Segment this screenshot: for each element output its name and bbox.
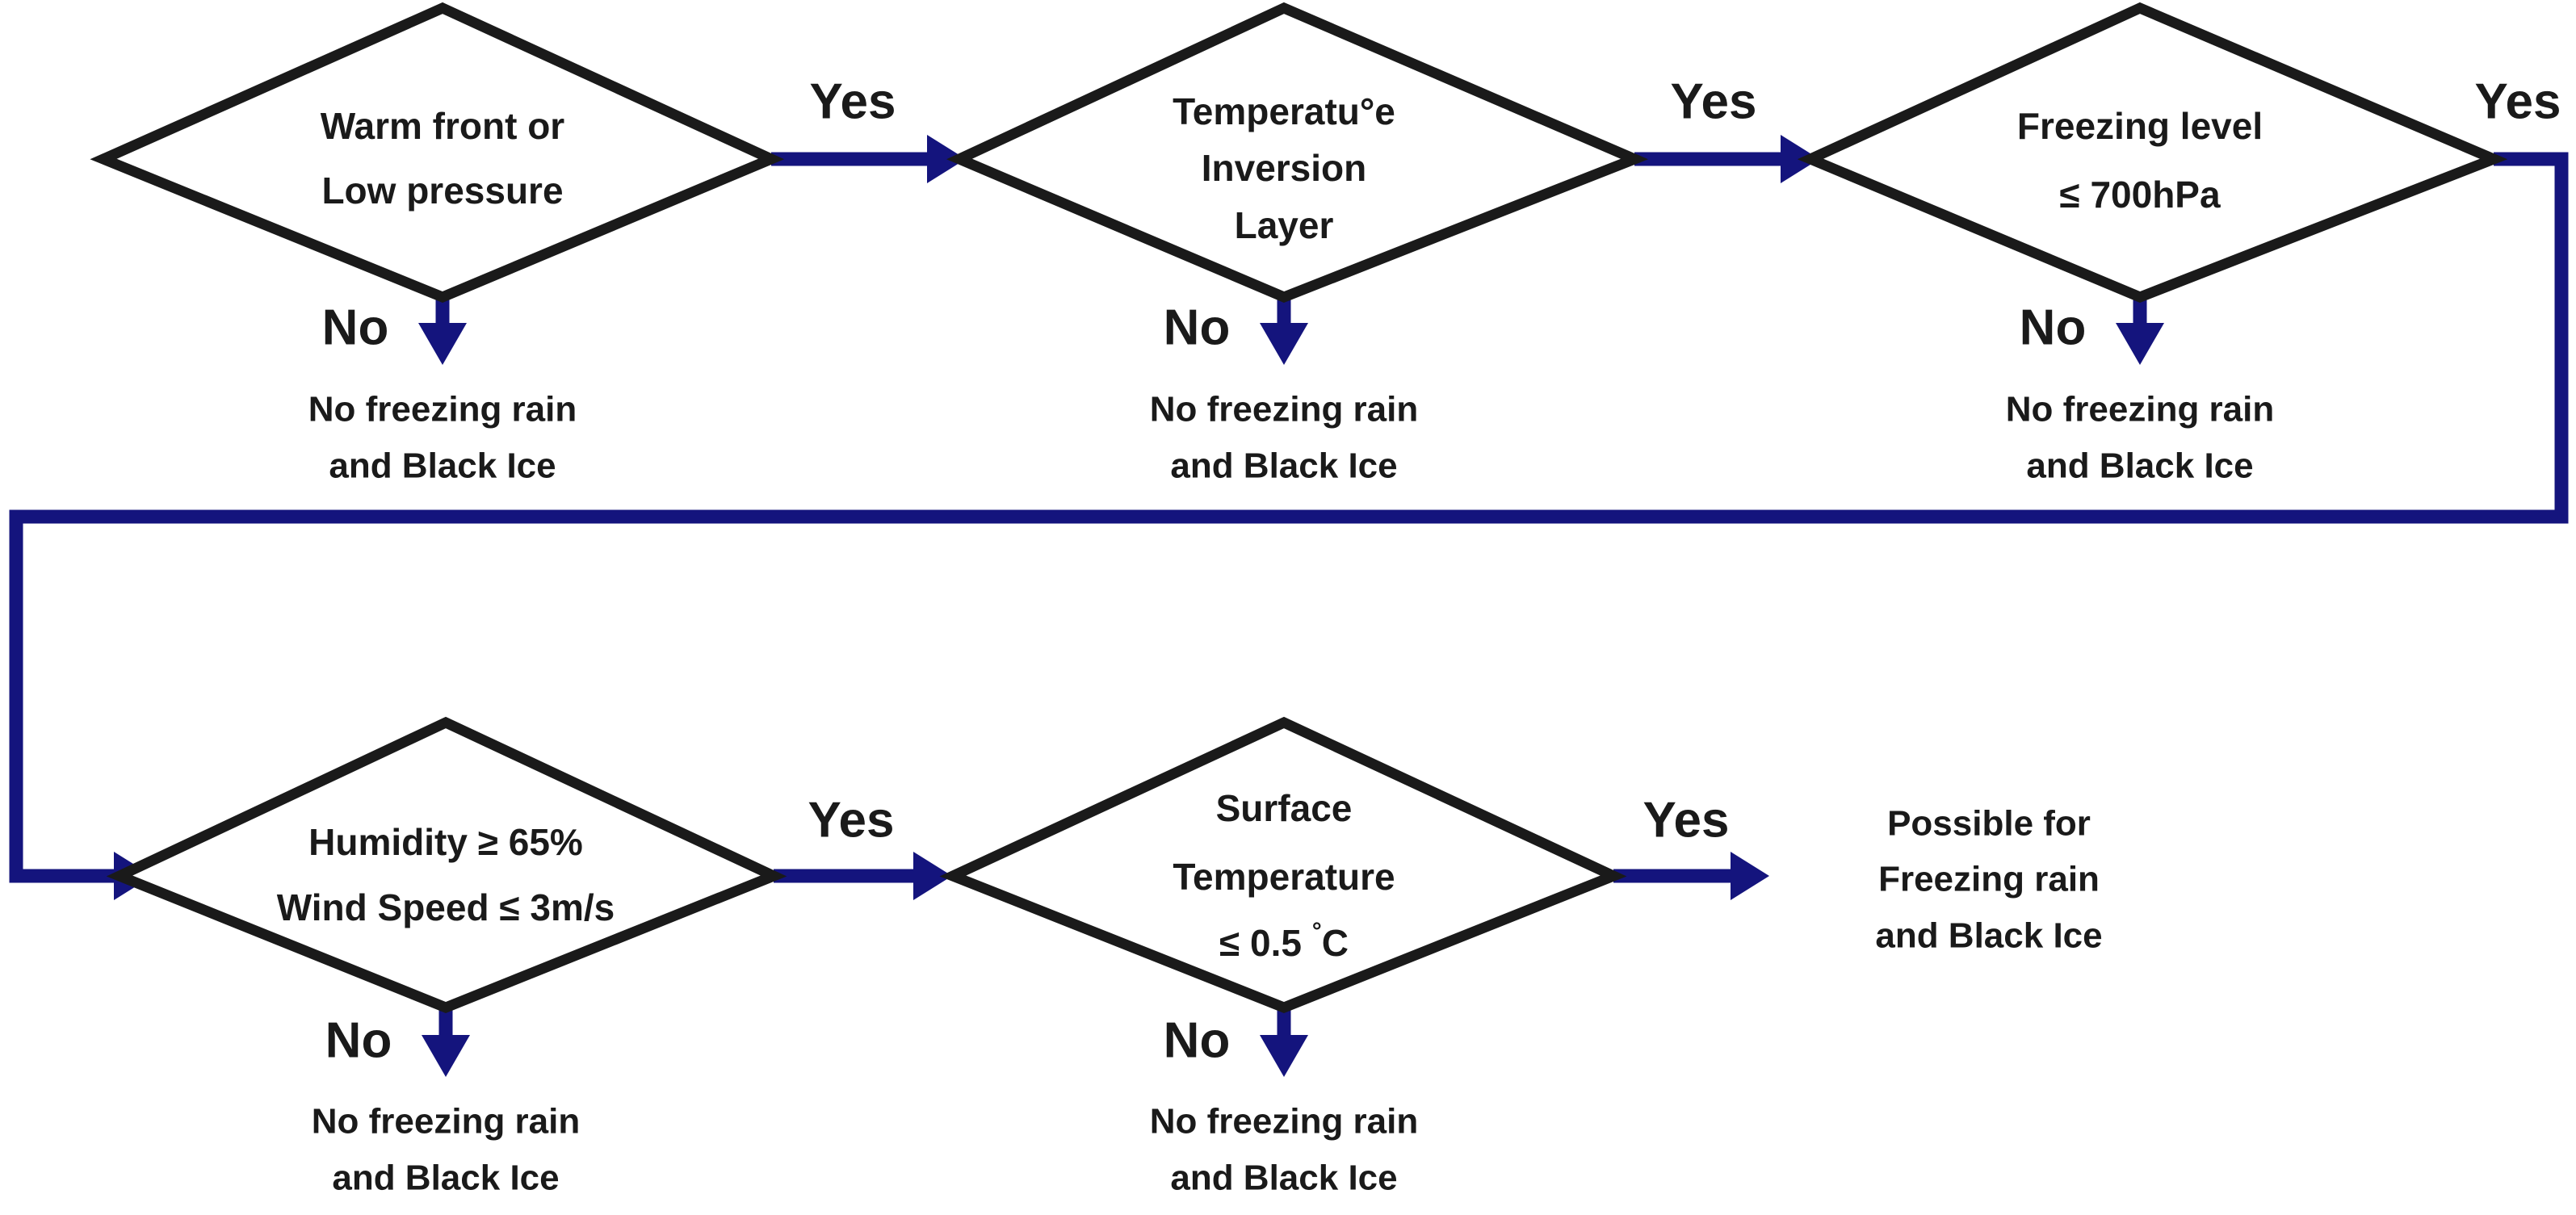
outcome-line-1: No freezing rain: [1150, 1102, 1419, 1142]
branch-label-no-node3: No: [2020, 300, 2087, 355]
degree-icon: °: [1312, 918, 1322, 945]
node-line-1: Surface: [1216, 787, 1353, 829]
outcome-line-2: and Black Ice: [1170, 446, 1397, 486]
connector-yes-node2-to-node3: [1634, 135, 1819, 183]
outcome-negative-node4: No freezing rain and Black Ice: [312, 1102, 581, 1198]
node-line-1: Humidity ≥ 65%: [308, 821, 583, 863]
connector-no-node1: [418, 297, 467, 365]
node-line-2: Wind Speed ≤ 3m/s: [277, 886, 615, 928]
connector-no-node2: [1260, 297, 1308, 365]
connector-yes-node1-to-node2: [771, 135, 966, 183]
result-line-2: Freezing rain: [1878, 860, 2100, 899]
branch-label-yes-node2: Yes: [1671, 73, 1757, 129]
outcome-line-2: and Black Ice: [1170, 1158, 1397, 1198]
branch-label-yes-node1: Yes: [810, 73, 896, 129]
node-line-2: Low pressure: [321, 170, 563, 212]
node-line-2: Inversion: [1202, 147, 1367, 189]
outcome-line-1: No freezing rain: [312, 1102, 581, 1142]
surface-temp-value: ≤ 0.5: [1219, 922, 1312, 964]
outcome-line-2: and Black Ice: [332, 1158, 559, 1198]
outcome-positive-result: Possible for Freezing rain and Black Ice: [1875, 804, 2102, 956]
node-line-2: ≤ 700hPa: [2059, 174, 2221, 216]
result-line-3: and Black Ice: [1875, 916, 2102, 956]
outcome-line-2: and Black Ice: [2026, 446, 2253, 486]
branch-label-no-node2: No: [1164, 300, 1231, 355]
branch-label-no-node5: No: [1164, 1012, 1231, 1068]
outcome-line-1: No freezing rain: [308, 390, 577, 429]
outcome-line-1: No freezing rain: [1150, 390, 1419, 429]
decision-node-freezing-level[interactable]: Freezing level ≤ 700hPa: [1797, 2, 2508, 304]
node-line-1: Warm front or: [321, 105, 564, 147]
connector-no-node4: [422, 1008, 470, 1077]
outcome-negative-node1: No freezing rain and Black Ice: [308, 390, 577, 486]
outcome-negative-node2: No freezing rain and Black Ice: [1150, 390, 1419, 486]
decision-node-surface-temperature[interactable]: Surface Temperature ≤ 0.5 °C: [939, 716, 1627, 1013]
branch-label-no-node1: No: [322, 300, 389, 355]
branch-label-yes-node3: Yes: [2475, 73, 2561, 129]
connector-no-node3: [2116, 297, 2164, 365]
outcome-line-2: and Black Ice: [329, 446, 556, 486]
decision-node-humidity-and-wind-speed[interactable]: Humidity ≥ 65% Wind Speed ≤ 3m/s: [106, 716, 787, 1014]
outcome-line-1: No freezing rain: [2006, 390, 2275, 429]
node-line-1: Freezing level: [2017, 105, 2263, 147]
connector-yes-node4-to-node5: [774, 852, 952, 900]
node-line-2: Temperature: [1173, 856, 1395, 898]
node-line-3: ≤ 0.5 °C: [1219, 918, 1349, 964]
branch-label-no-node4: No: [325, 1012, 392, 1068]
branch-label-yes-node4: Yes: [808, 792, 895, 848]
connector-yes-node5-to-result: [1613, 852, 1769, 900]
decision-node-warm-front-or-low-pressure[interactable]: Warm front or Low pressure: [90, 2, 785, 304]
node-line-3: Layer: [1235, 204, 1334, 246]
branch-label-yes-node5: Yes: [1643, 792, 1730, 848]
outcome-negative-node3: No freezing rain and Black Ice: [2006, 390, 2275, 486]
decision-node-temperature-inversion-layer[interactable]: Temperatu°e Inversion Layer: [946, 2, 1649, 304]
outcome-negative-node5: No freezing rain and Black Ice: [1150, 1102, 1419, 1198]
surface-temp-unit: C: [1322, 922, 1349, 964]
connector-no-node5: [1260, 1008, 1308, 1077]
node-line-1: Temperatu°e: [1173, 90, 1395, 132]
result-line-1: Possible for: [1887, 804, 2091, 844]
